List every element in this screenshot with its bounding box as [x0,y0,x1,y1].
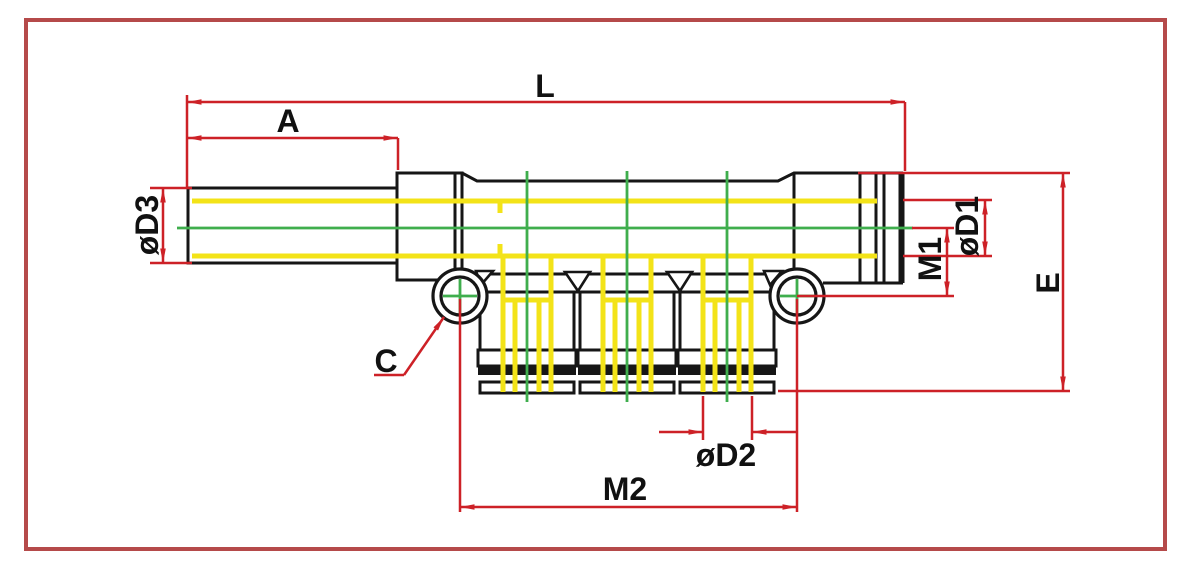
dimension-E [778,171,1070,393]
label-overall-height-E: E [1030,272,1066,293]
dimension-M1 [797,226,954,298]
label-branch-diameter-D2: øD2 [696,437,756,473]
label-offset-M1: M1 [912,237,948,281]
rail-notch-2 [664,270,695,294]
centerlines [177,171,913,402]
dimension-L [185,95,907,187]
dimension-D3 [150,186,192,265]
dimension-A [187,135,400,170]
label-stem-length-A: A [276,103,299,139]
leader-C [374,316,446,377]
rail-notch-1 [562,270,593,294]
label-tube-diameter-D1: øD1 [949,196,985,256]
body-bottom-edge [461,272,771,282]
label-side-port-C: C [374,343,397,379]
drawing-border [24,18,1167,551]
label-stem-diameter-D3: øD3 [129,195,165,255]
label-overall-length-L: L [535,68,555,104]
dimension-M2 [458,299,799,512]
tube-highlight-lines [192,198,877,392]
label-branch-span-M2: M2 [603,471,647,507]
dimension-D2 [659,396,796,440]
left-collet [395,171,464,282]
body-top-edge [461,171,903,183]
